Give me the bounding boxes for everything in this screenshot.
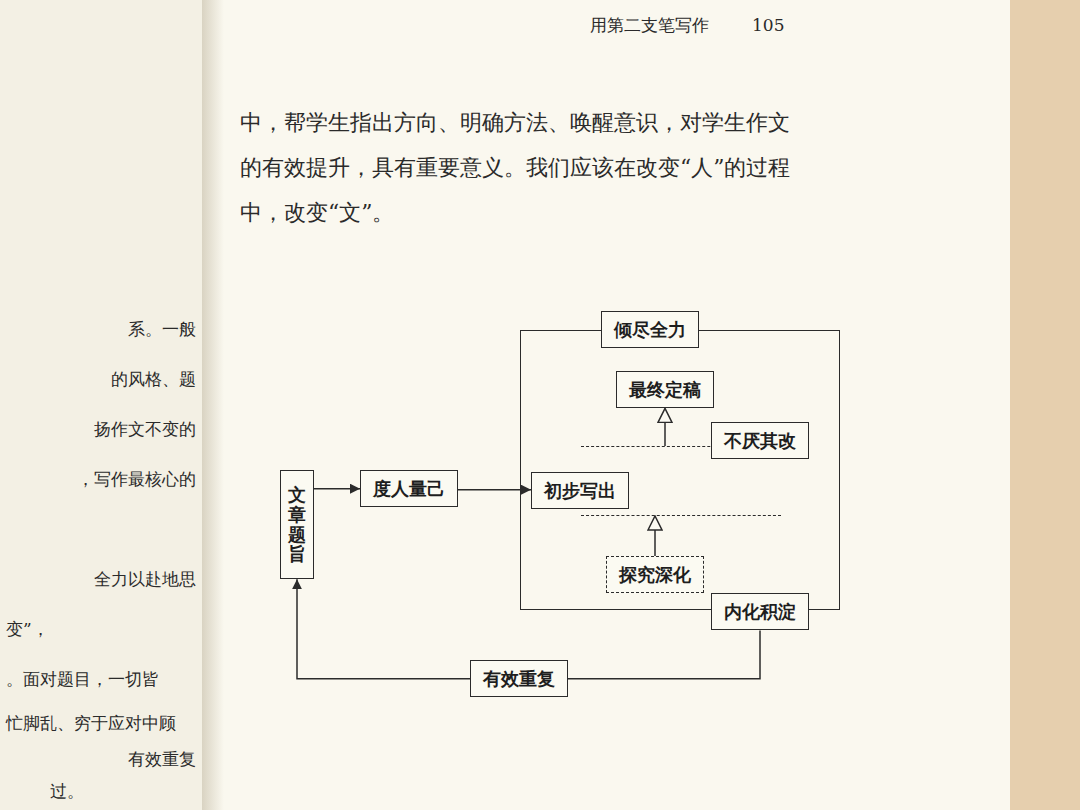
box-text: 最终定稿 <box>629 378 701 401</box>
hollow-arrow <box>664 408 666 446</box>
left-page-fragment: 系。一般 <box>6 318 196 342</box>
label-text: 有效重复 <box>128 749 196 769</box>
label-text: 过。 <box>50 781 84 801</box>
label-text: ，写作最核心的 <box>77 469 196 489</box>
left-page-fragment: 有效重复 <box>6 748 196 772</box>
connector-arrow <box>297 579 470 679</box>
body-paragraph: 中，帮学生指出方向、明确方法、唤醒意识，对学生作文的有效提升，具有重要意义。我们… <box>240 100 800 235</box>
left-page-fragment: 扬作文不变的 <box>6 418 196 442</box>
label-text: 用第二支笔写作 <box>590 15 709 35</box>
box-text: 内化积淀 <box>724 600 796 623</box>
box-text: 初步写出 <box>544 479 616 502</box>
left-page-fragment: 。面对题目，一切皆 <box>6 668 196 692</box>
dashed-group: 初步写出不厌其改 <box>581 446 781 516</box>
connector-arrow <box>314 488 360 490</box>
label-text: 全力以赴地思 <box>94 569 196 589</box>
left-page-fragment: 过。 <box>50 780 190 804</box>
process-box: 有效重复 <box>470 660 568 697</box>
book-spine-shadow <box>202 0 224 810</box>
box-text: 文章题旨 <box>288 485 306 564</box>
hollow-arrow <box>654 516 656 556</box>
group-frame: 倾尽全力最终定稿初步写出不厌其改探究深化内化积淀 <box>520 330 840 610</box>
label-text: 105 <box>752 15 784 35</box>
running-header: 用第二支笔写作 <box>590 14 750 38</box>
connector-arrow <box>568 630 760 678</box>
process-box: 初步写出 <box>531 472 629 509</box>
box-text: 度人量己 <box>373 477 445 500</box>
label-text: 忙脚乱、穷于应对中顾 <box>6 713 176 733</box>
left-page <box>0 0 202 810</box>
box-text: 有效重复 <box>483 667 555 690</box>
label-text: 变”， <box>6 619 49 639</box>
left-page-fragment: 的风格、题 <box>6 368 196 392</box>
process-box: 度人量己 <box>360 470 458 507</box>
process-box: 最终定稿 <box>616 371 714 408</box>
process-box: 内化积淀 <box>711 593 809 630</box>
left-page-fragment: 全力以赴地思 <box>6 568 196 592</box>
box-text: 探究深化 <box>619 563 691 586</box>
label-text: 的风格、题 <box>111 369 196 389</box>
label-text: 系。一般 <box>128 319 196 339</box>
left-page-fragment: 忙脚乱、穷于应对中顾 <box>6 712 196 736</box>
process-box: 不厌其改 <box>711 422 809 459</box>
dashed-box: 探究深化 <box>606 556 704 593</box>
label-text: 。面对题目，一切皆 <box>6 669 159 689</box>
left-page-fragment: ，写作最核心的 <box>6 468 196 492</box>
box-text: 倾尽全力 <box>601 311 699 348</box>
right-page <box>202 0 1010 810</box>
vertical-box: 文章题旨 <box>280 470 314 579</box>
label-text: 扬作文不变的 <box>94 419 196 439</box>
page-number: 105 <box>752 14 802 38</box>
left-page-fragment: 变”， <box>6 618 196 642</box>
label-text: 中，帮学生指出方向、明确方法、唤醒意识，对学生作文的有效提升，具有重要意义。我们… <box>240 110 791 225</box>
box-text: 不厌其改 <box>724 429 796 452</box>
